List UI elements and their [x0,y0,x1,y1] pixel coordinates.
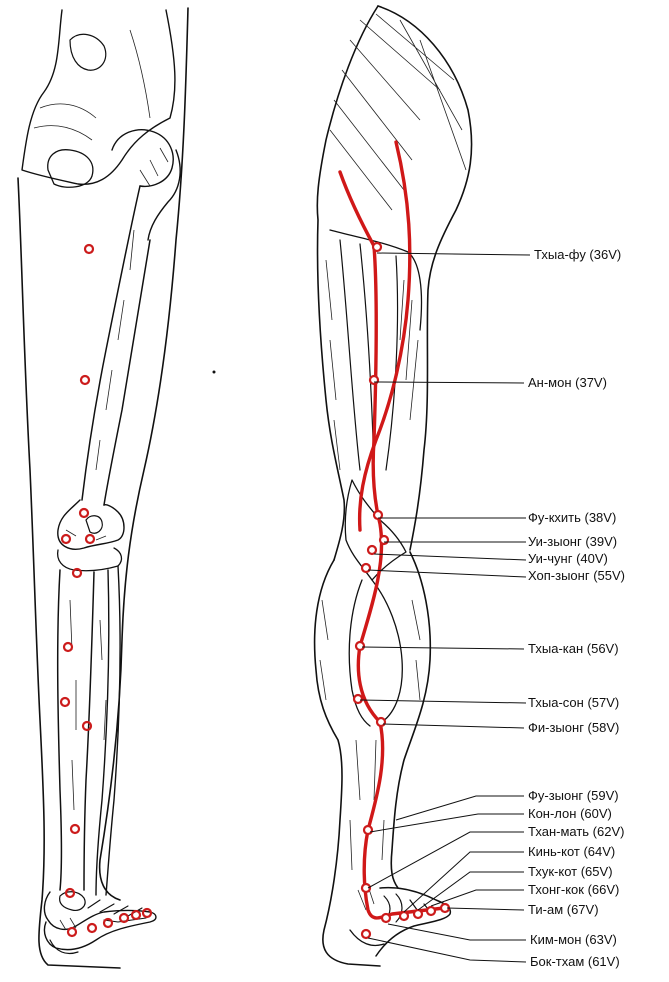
acupoint [130,909,142,921]
bladder-meridian-lines [338,140,446,920]
acupoint-66V [425,905,437,917]
acupoint [86,922,98,934]
acupoint-61V [360,928,372,940]
acupoint [69,823,81,835]
acupoint [59,696,71,708]
acupoint-57V [352,693,364,705]
acupoint-62V [360,882,372,894]
label-67V: Ти-ам (67V) [528,902,599,917]
label-36V: Тхыа-фу (36V) [534,247,621,262]
label-38V: Фу-кхить (38V) [528,510,616,525]
acupoint [83,243,95,255]
label-64V: Кинь-кот (64V) [528,844,615,859]
label-60V: Кон-лон (60V) [528,806,612,821]
acupoint-63V [380,912,392,924]
label-39V: Уи-зыонг (39V) [528,534,617,549]
acupoint [78,507,90,519]
label-65V: Тхук-кот (65V) [528,864,613,879]
left-acupoints [59,243,153,938]
label-61V: Бок-тхам (61V) [530,954,620,969]
acupoint [60,533,72,545]
acupoint-60V [362,824,374,836]
acupoint-labels: Тхыа-фу (36V) Ан-мон (37V) Фу-кхить (38V… [528,247,625,969]
acupoint [81,720,93,732]
leg-skeleton-illustration [17,7,189,969]
acupoint-36V [371,241,383,253]
acupoint [79,374,91,386]
right-acupoints [352,241,451,940]
acupoint-39V [378,534,390,546]
acupoint [71,567,83,579]
acupoint-58V [375,716,387,728]
acupoint-64V [398,910,410,922]
label-55V: Хоп-зыонг (55V) [528,568,625,583]
acupoint-38V [372,509,384,521]
leg-muscles-illustration [313,5,473,967]
label-66V: Тхонг-кок (66V) [528,882,619,897]
acupoint [62,641,74,653]
acupoint-37V [368,374,380,386]
acupoint [66,926,78,938]
acupoint [141,907,153,919]
label-40V: Уи-чунг (40V) [528,551,608,566]
ink-speck [212,370,216,374]
label-63V: Ким-мон (63V) [530,932,617,947]
acupoint [118,912,130,924]
label-leader-lines [359,252,531,963]
label-58V: Фи-зыонг (58V) [528,720,619,735]
acupoint-65V [412,908,424,920]
acupoint-56V [354,640,366,652]
acupoint [64,887,76,899]
label-57V: Тхыа-сон (57V) [528,695,619,710]
label-56V: Тхыа-кан (56V) [528,641,619,656]
label-62V: Тхан-мать (62V) [528,824,624,839]
acupoint [84,533,96,545]
acupoint-55V [360,562,372,574]
acupoint-40V [366,544,378,556]
label-59V: Фу-зыонг (59V) [528,788,619,803]
acupoint [102,917,114,929]
label-37V: Ан-мон (37V) [528,375,607,390]
